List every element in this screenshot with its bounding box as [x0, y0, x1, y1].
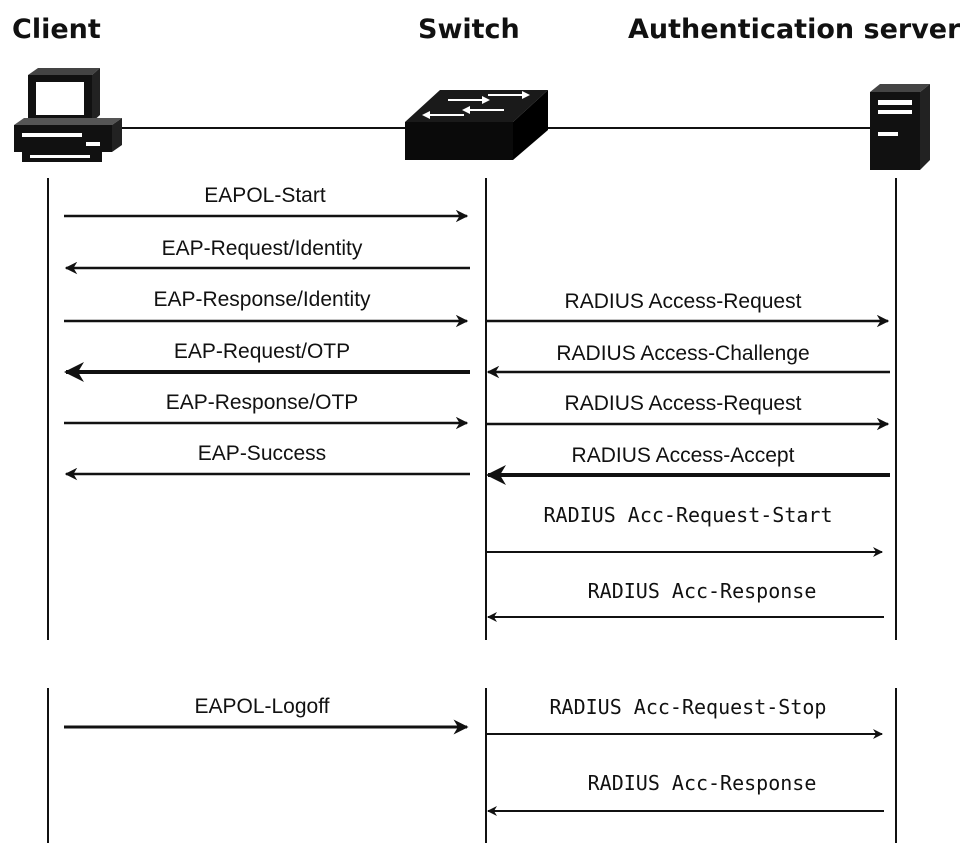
message-label: RADIUS Acc-Request-Stop [550, 695, 827, 719]
participant-switch-label: Switch [418, 14, 520, 45]
message-radius-access-accept: RADIUS Access-Accept [486, 444, 890, 485]
message-label: RADIUS Access-Request [565, 290, 802, 313]
message-label: EAP-Response/Identity [153, 288, 371, 311]
message-label: RADIUS Access-Request [565, 392, 802, 415]
message-radius-acc-request-stop: RADIUS Acc-Request-Stop [486, 695, 883, 739]
message-eap-response-otp: EAP-Response/OTP [64, 391, 469, 430]
message-eapol-start: EAPOL-Start [64, 184, 469, 223]
message-radius-acc-request-start: RADIUS Acc-Request-Start [486, 503, 883, 557]
message-radius-acc-response-1: RADIUS Acc-Response [487, 579, 884, 622]
message-eap-success: EAP-Success [64, 442, 470, 481]
message-label: RADIUS Acc-Response [588, 771, 817, 795]
server-tower-icon [870, 84, 930, 170]
message-radius-access-request-1: RADIUS Access-Request [486, 290, 890, 328]
message-eap-request-otp: EAP-Request/OTP [64, 340, 470, 382]
message-radius-access-request-2: RADIUS Access-Request [486, 392, 890, 431]
message-label: EAPOL-Start [204, 184, 326, 207]
message-radius-acc-response-2: RADIUS Acc-Response [487, 771, 884, 816]
message-eap-request-identity: EAP-Request/Identity [64, 237, 470, 275]
message-eap-response-identity: EAP-Response/Identity [64, 288, 469, 328]
network-switch-icon [405, 90, 548, 160]
message-label: RADIUS Acc-Request-Start [544, 503, 833, 527]
message-label: RADIUS Acc-Response [588, 579, 817, 603]
message-label: RADIUS Access-Accept [572, 444, 795, 467]
message-radius-access-challenge: RADIUS Access-Challenge [486, 342, 890, 379]
message-label: EAPOL-Logoff [194, 695, 329, 718]
message-label: RADIUS Access-Challenge [556, 342, 809, 365]
message-label: EAP-Success [198, 442, 326, 465]
message-label: EAP-Request/OTP [174, 340, 350, 363]
participant-server-label: Authentication server [628, 14, 960, 45]
message-label: EAP-Request/Identity [162, 237, 363, 260]
message-label: EAP-Response/OTP [166, 391, 359, 414]
participant-client-label: Client [12, 14, 101, 45]
message-eapol-logoff: EAPOL-Logoff [64, 695, 469, 735]
desktop-computer-icon [14, 68, 122, 162]
